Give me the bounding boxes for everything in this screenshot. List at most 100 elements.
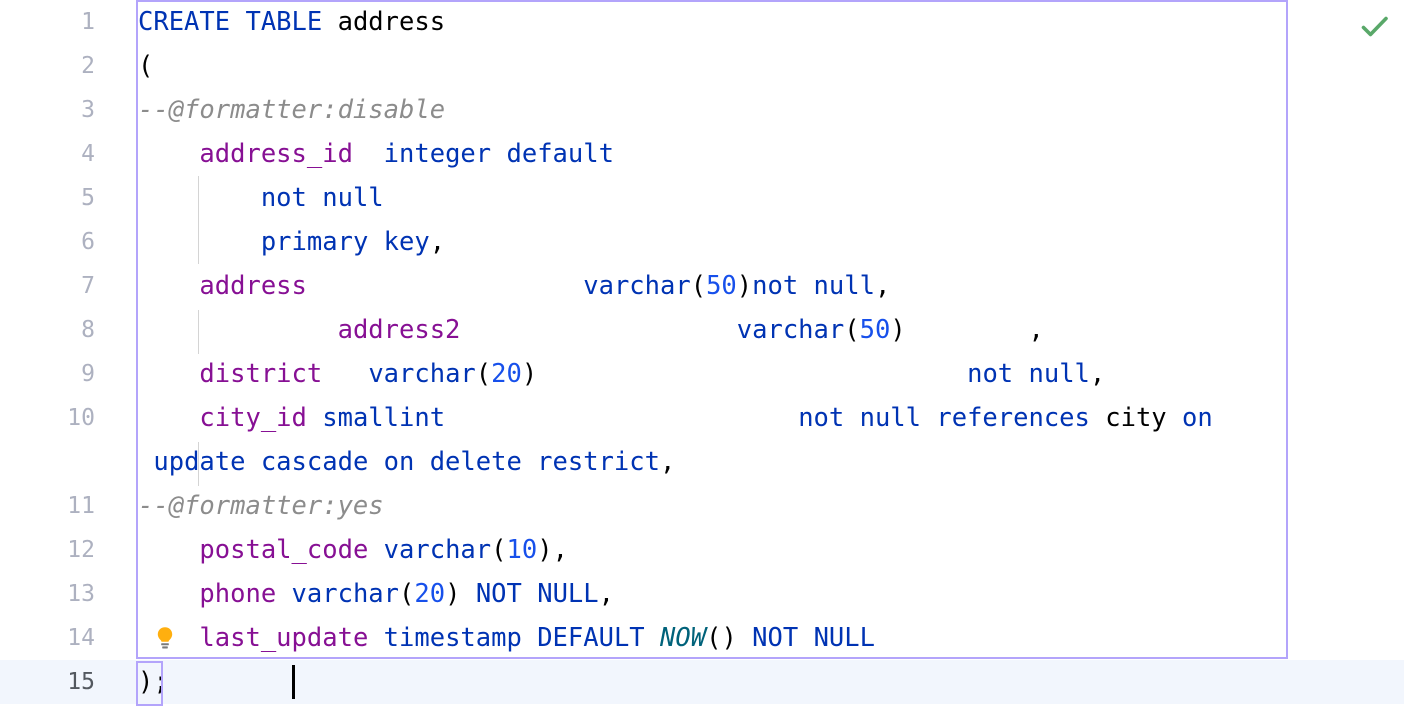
gutter-line-number[interactable]: 1 [81, 9, 95, 35]
code-token-col: address [199, 271, 307, 301]
code-editor-area[interactable]: CREATE TABLE address ( --@formatter:disabl… [122, 0, 1404, 710]
code-token-kw: not null [260, 183, 384, 213]
current-line-highlight [0, 660, 1404, 704]
code-token-plain: ) [890, 315, 906, 345]
code-token-plain: , [874, 271, 891, 301]
code-token-plain [537, 359, 967, 389]
code-token-cmt: --@formatter:disable [138, 95, 446, 125]
code-token-plain: ) [537, 535, 553, 565]
code-token-plain: , [429, 227, 446, 257]
code-line[interactable]: not null [138, 176, 384, 220]
code-token-plain: ) [736, 271, 753, 301]
gutter-line-number[interactable]: 10 [67, 405, 95, 431]
code-token-plain [138, 359, 199, 389]
code-line[interactable]: CREATE TABLE address [138, 0, 445, 44]
code-token-kw: varchar [383, 535, 492, 565]
inspection-status-checkmark-icon[interactable] [1358, 10, 1392, 44]
code-token-kw: CREATE TABLE [138, 7, 338, 37]
gutter-line-number[interactable]: 12 [67, 537, 95, 563]
code-token-plain [1167, 403, 1182, 433]
code-token-plain [138, 403, 199, 433]
code-token-kw: integer default [383, 139, 614, 169]
code-token-plain: ) [521, 359, 538, 389]
scope-highlight-top-edge [136, 0, 1288, 2]
code-token-num: 20 [491, 359, 522, 389]
code-token-col: district [199, 359, 323, 389]
code-token-plain: () [706, 623, 753, 653]
code-token-plain: ) [445, 579, 476, 609]
code-token-plain [138, 447, 153, 477]
code-token-plain [460, 315, 736, 345]
code-token-plain [276, 579, 291, 609]
gutter-line-number[interactable]: 9 [81, 361, 95, 387]
code-token-plain [138, 139, 199, 169]
code-token-col: phone [199, 579, 277, 609]
code-text-layer[interactable]: CREATE TABLE address ( --@formatter:disabl… [122, 0, 1404, 710]
gutter-line-number[interactable]: 11 [67, 493, 95, 519]
code-line[interactable]: last_update timestamp DEFAULT NOW() NOT … [138, 616, 875, 660]
gutter-line-number[interactable]: 6 [81, 229, 95, 255]
code-token-plain: , [598, 579, 614, 609]
gutter-line-number[interactable]: 15 [67, 669, 95, 695]
code-token-plain [138, 579, 199, 609]
code-line[interactable]: district varchar(20) not null, [138, 352, 1105, 396]
code-token-plain: ( [491, 535, 507, 565]
text-caret [291, 665, 295, 699]
code-token-cmt: --@formatter:yes [138, 491, 384, 521]
code-token-plain [138, 227, 261, 257]
gutter-line-number[interactable]: 13 [67, 581, 95, 607]
gutter-line-number[interactable]: 5 [81, 185, 95, 211]
gutter-line-number[interactable]: 7 [81, 273, 95, 299]
code-token-num: 50 [859, 315, 891, 345]
gutter-line-number[interactable]: 3 [81, 97, 95, 123]
code-line[interactable]: phone varchar(20) NOT NULL, [138, 572, 614, 616]
indent-guide-line [198, 310, 199, 354]
code-line[interactable]: ( [138, 44, 153, 88]
code-line[interactable]: --@formatter:disable [138, 88, 445, 132]
code-token-kw: varchar [368, 359, 476, 389]
code-token-plain [1090, 403, 1105, 433]
code-token-plain [138, 271, 199, 301]
code-token-kw: on [1182, 403, 1213, 433]
code-line[interactable]: address varchar(50)not null, [138, 264, 890, 308]
code-line[interactable]: --@formatter:yes [138, 484, 384, 528]
code-line[interactable]: ); [138, 660, 169, 704]
code-token-plain [645, 623, 660, 653]
lightbulb-icon[interactable] [152, 625, 178, 651]
code-token-plain [368, 535, 383, 565]
code-token-kw: not null references [798, 403, 1090, 433]
code-token-kw: not null [967, 359, 1090, 389]
code-token-plain [906, 315, 1029, 345]
code-token-col: last_update [199, 623, 369, 653]
code-token-kw: smallint [322, 403, 446, 433]
code-token-plain: address [337, 7, 446, 37]
code-token-plain: , [1089, 359, 1106, 389]
gutter-line-number[interactable]: 14 [67, 625, 95, 651]
code-token-kw: NOT NULL [752, 623, 875, 653]
code-token-kw: not null [752, 271, 875, 301]
code-token-plain: ( [138, 51, 154, 81]
gutter-line-number[interactable]: 2 [81, 53, 95, 79]
code-token-plain: city [1105, 403, 1167, 433]
code-token-fn: NOW [660, 623, 707, 653]
code-line[interactable]: city_id smallint not null references cit… [138, 396, 1213, 440]
code-token-plain: ( [475, 359, 492, 389]
code-line[interactable]: primary key, [138, 220, 445, 264]
code-token-kw: primary key [260, 227, 430, 257]
code-line[interactable]: postal_code varchar(10), [138, 528, 568, 572]
code-line-wrapped[interactable]: update cascade on delete restrict, [138, 440, 675, 484]
gutter-line-number[interactable]: 4 [81, 141, 95, 167]
code-token-kw: varchar [291, 579, 400, 609]
code-line[interactable]: address2 varchar(50) , [138, 308, 1044, 352]
gutter-line-number[interactable]: 8 [81, 317, 95, 343]
code-token-plain [353, 139, 384, 169]
code-token-plain [368, 623, 383, 653]
code-token-plain: , [660, 447, 676, 477]
code-token-num: 20 [414, 579, 446, 609]
code-line[interactable]: address_id integer default [138, 132, 614, 176]
code-token-col: address2 [337, 315, 461, 345]
code-token-plain: , [552, 535, 568, 565]
code-token-col: postal_code [199, 535, 369, 565]
